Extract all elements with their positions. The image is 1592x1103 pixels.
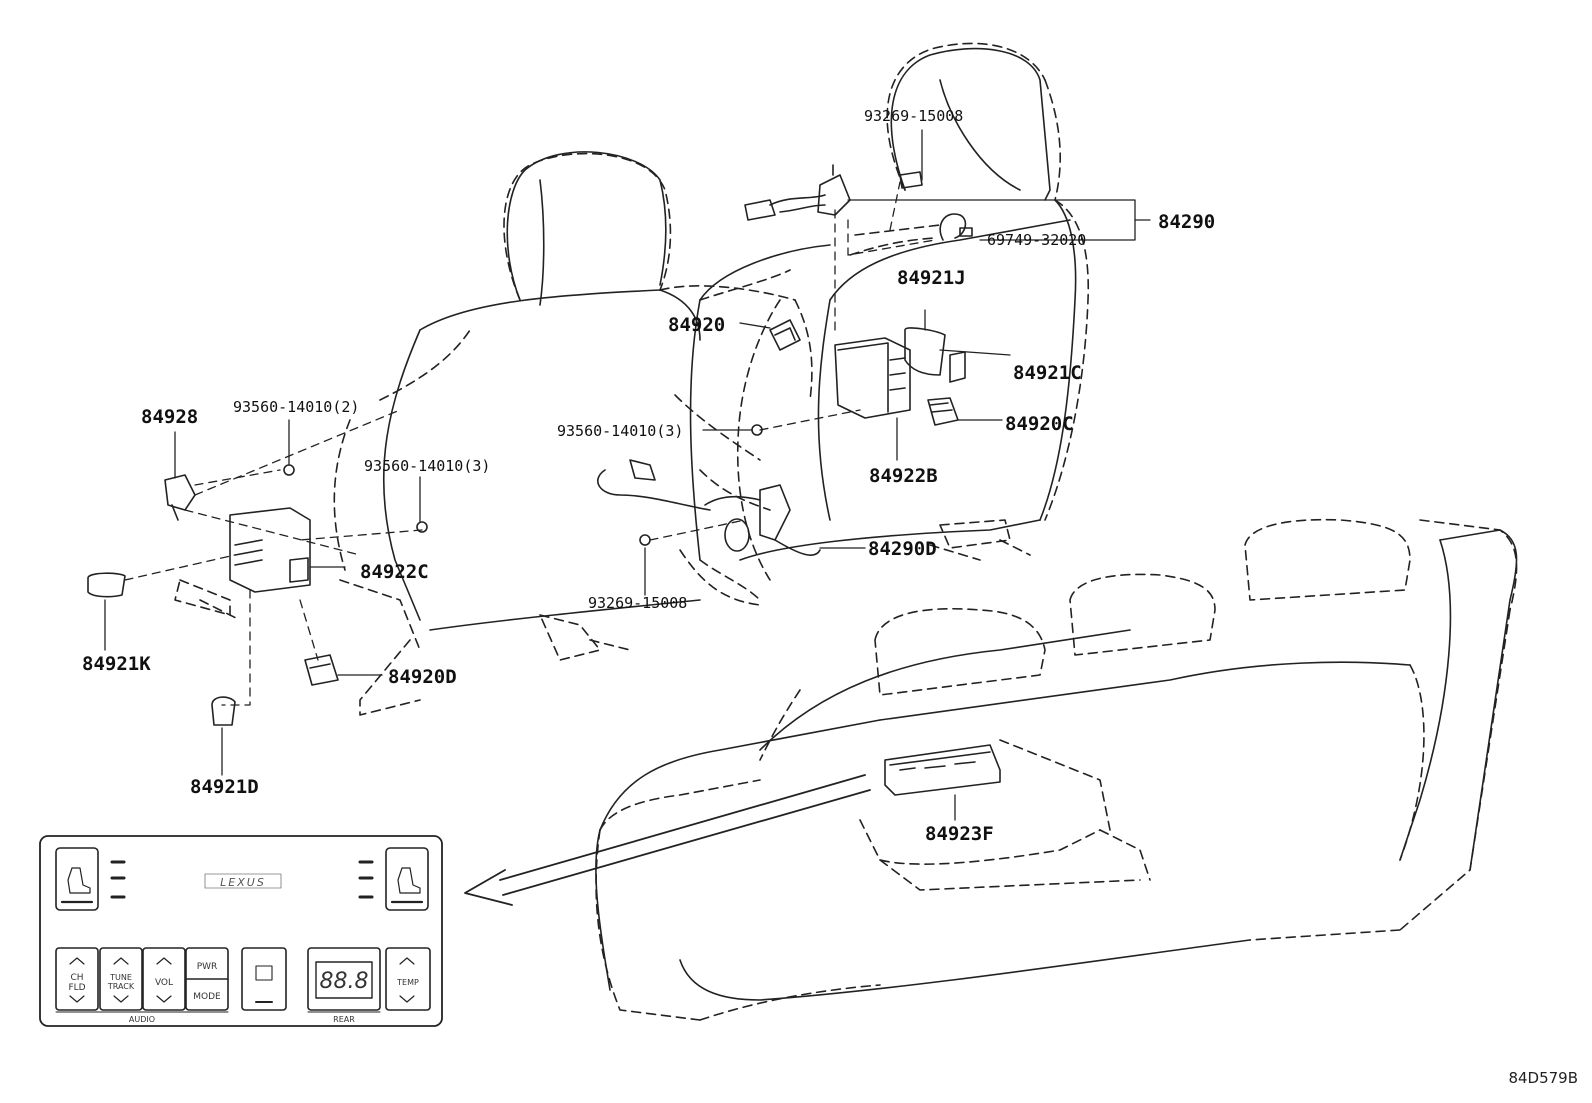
callout-93560-14010-2: 93560-14010(2) — [233, 398, 360, 416]
callout-84923F: 84923F — [925, 823, 994, 845]
callout-69749-32020: 69749-32020 — [987, 231, 1087, 249]
mode-label: MODE — [193, 992, 221, 1002]
track-label: TRACK — [107, 982, 135, 991]
part-84920D-switch — [304, 654, 339, 686]
part-84920C-switch — [927, 397, 959, 426]
part-84928-switch — [164, 474, 196, 521]
part-84290D-harness — [597, 459, 821, 556]
lexus-logo: LEXUS — [220, 876, 266, 889]
part-84921C-knob — [949, 351, 966, 383]
part-84921D-knob — [211, 696, 236, 726]
callout-84290: 84290 — [1158, 211, 1216, 233]
part-84290-harness — [744, 164, 973, 241]
callout-93269-15008-top: 93269-15008 — [864, 107, 964, 125]
callout-84922B: 84922B — [869, 465, 938, 487]
callout-93269-15008-bottom: 93269-15008 — [588, 594, 688, 612]
callout-93560-14010-3-right: 93560-14010(3) — [557, 422, 684, 440]
catalog-code: 84D579B — [1508, 1069, 1578, 1087]
callout-84920: 84920 — [668, 314, 726, 336]
callout-84920D: 84920D — [388, 666, 457, 688]
vol-label: VOL — [155, 978, 173, 988]
part-84923F-switch — [884, 744, 1001, 796]
callout-93560-14010-3-left: 93560-14010(3) — [364, 457, 491, 475]
right-front-seat-hidden-lines — [674, 42, 1090, 606]
audio-group-label: AUDIO — [129, 1015, 155, 1024]
rear-group-label: REAR — [333, 1015, 355, 1024]
part-84921K-knob — [87, 572, 126, 598]
callout-84921D: 84921D — [190, 776, 259, 798]
part-84922B-module — [834, 337, 911, 419]
part-84921J-knob — [904, 327, 946, 376]
callout-arrow — [464, 774, 871, 906]
callout-84921J: 84921J — [897, 267, 966, 289]
left-front-seat-outline — [382, 151, 701, 631]
tune-label: TUNE — [109, 973, 132, 982]
left-front-seat-hidden-lines — [174, 152, 813, 716]
temp-display: 88.8 — [320, 969, 369, 994]
rear-control-panel — [39, 835, 443, 1027]
part-84922C-module — [229, 507, 311, 593]
callout-84922C: 84922C — [360, 561, 429, 583]
callout-84921K: 84921K — [82, 653, 151, 675]
temp-label: TEMP — [396, 978, 419, 987]
callout-84290D: 84290D — [868, 538, 937, 560]
rear-bench-seat-hidden-lines — [595, 518, 1518, 1021]
rear-bench-seat-outline — [595, 529, 1518, 1001]
assembly-dashed-lines — [124, 181, 936, 706]
ch-label: CH — [70, 973, 83, 983]
right-front-seat-outline — [689, 47, 1077, 561]
callout-84928: 84928 — [141, 406, 199, 428]
callout-84920C: 84920C — [1005, 413, 1074, 435]
fld-label: FLD — [68, 983, 85, 993]
leader-lines — [104, 129, 1151, 821]
part-84920-switch — [769, 319, 801, 351]
callout-84921C: 84921C — [1013, 362, 1082, 384]
pwr-label: PWR — [197, 962, 218, 972]
